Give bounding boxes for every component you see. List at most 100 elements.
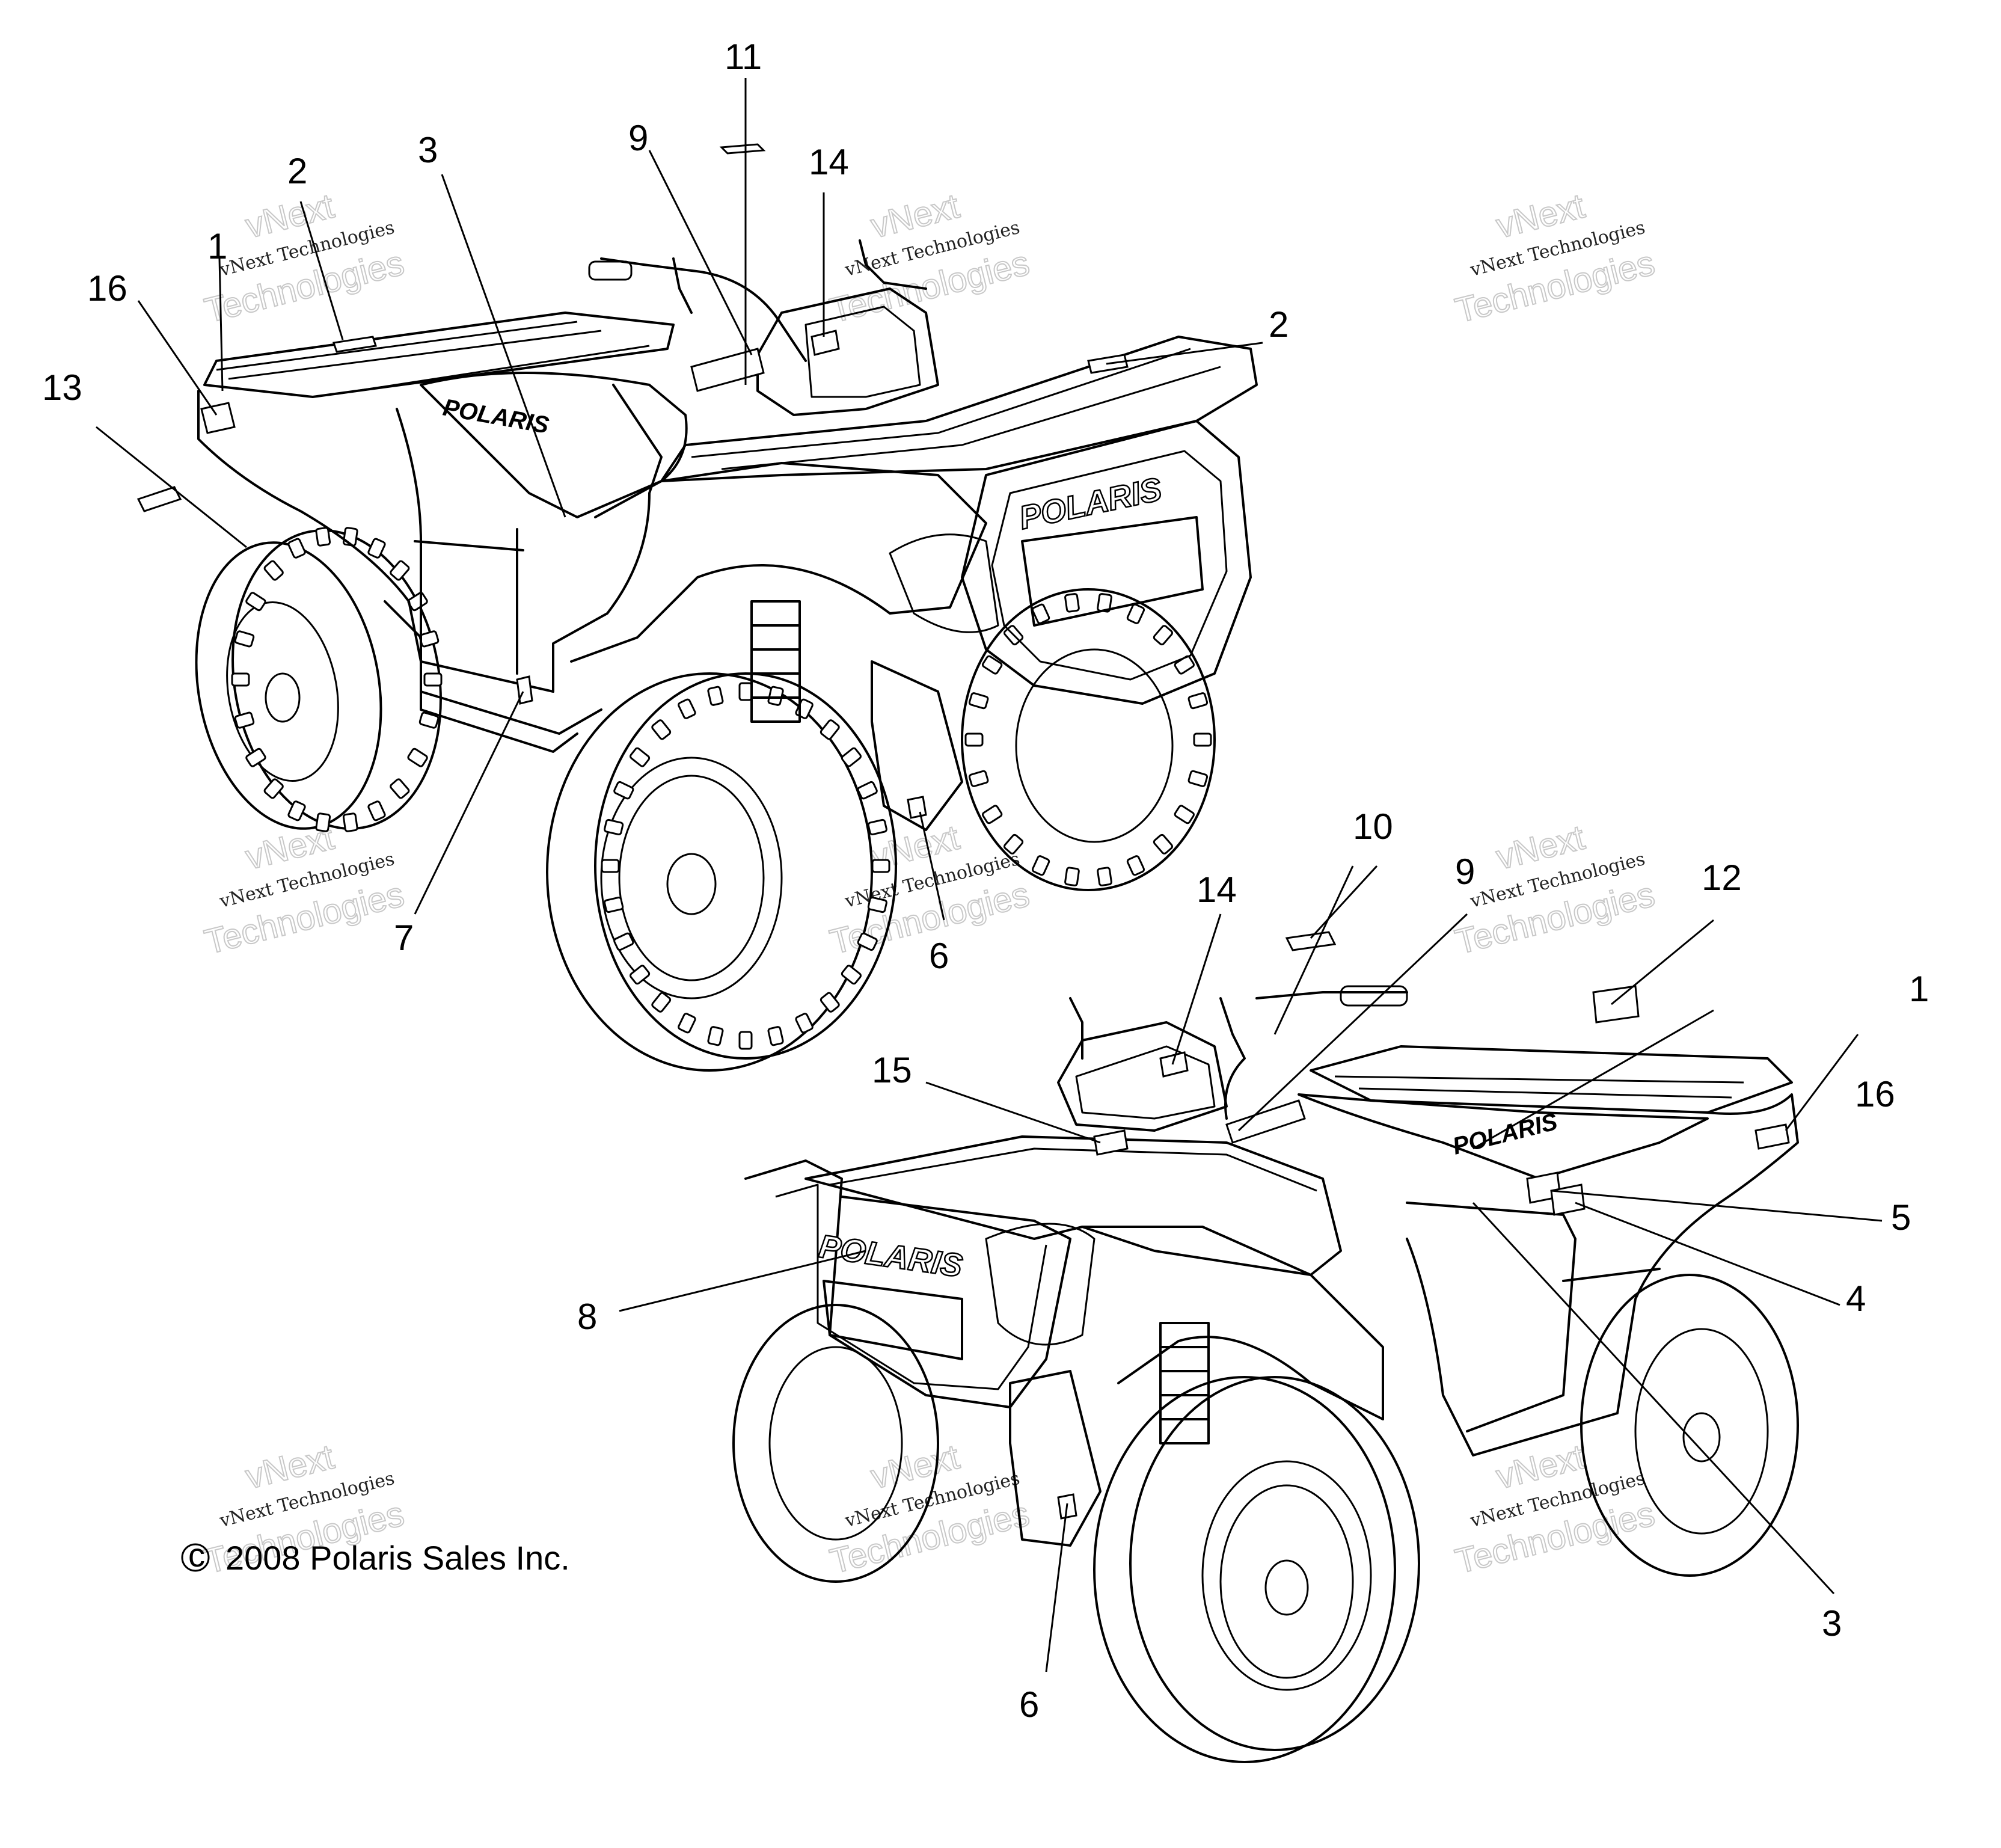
tread-block xyxy=(820,992,840,1013)
tread-block xyxy=(1187,770,1209,787)
far-rear-wheel xyxy=(1580,1274,1799,1577)
callout-16: 16 xyxy=(87,268,127,309)
tread-block xyxy=(245,592,266,612)
tread-block xyxy=(767,686,784,706)
tread-block xyxy=(315,527,331,547)
callout-9: 9 xyxy=(628,118,648,158)
tread-block xyxy=(367,800,386,821)
pod xyxy=(756,287,939,416)
callout-1: 1 xyxy=(207,226,227,266)
front-fender xyxy=(570,462,987,663)
tread-block xyxy=(678,1013,696,1034)
brand-front-top: POLARIS xyxy=(1016,471,1165,536)
decal-16-rear xyxy=(200,402,236,434)
tread-block xyxy=(263,560,284,581)
tread-block xyxy=(630,965,651,985)
decal-4 xyxy=(1550,1183,1586,1216)
tread-block xyxy=(263,778,284,799)
rear-fender xyxy=(197,384,663,693)
tread-block xyxy=(315,812,331,832)
callout-7: 7 xyxy=(394,918,414,958)
tread-block xyxy=(1153,625,1174,646)
tread-block xyxy=(245,747,266,767)
tread-block xyxy=(407,747,428,767)
tread-block xyxy=(820,719,840,740)
tread-block xyxy=(857,932,878,951)
tread-block xyxy=(871,859,890,873)
suspension-spring xyxy=(750,600,801,723)
callout-16-bottom: 16 xyxy=(1855,1074,1895,1114)
svg-text:c: c xyxy=(188,1536,205,1574)
tread-block xyxy=(841,747,862,767)
tread-block xyxy=(601,859,620,873)
brand-side-bottom: POLARIS xyxy=(1450,1108,1560,1160)
handlebar-bottom xyxy=(1069,991,1408,1120)
decal-9-tank xyxy=(690,348,765,392)
leader-lines xyxy=(96,78,1883,1672)
callout-8: 8 xyxy=(577,1297,597,1337)
tread-block xyxy=(651,719,672,740)
watermark: vNext vNext Technologies Technologies xyxy=(1451,186,1659,331)
tread-block xyxy=(1031,603,1050,624)
tread-block xyxy=(234,630,255,648)
decal-14-pod xyxy=(811,330,840,356)
far-front-wheel-bottom xyxy=(732,1304,939,1583)
decal-15 xyxy=(1093,1129,1129,1156)
decal-11-loose xyxy=(719,143,766,155)
right-grip xyxy=(1340,985,1408,1007)
tread-block xyxy=(234,711,255,729)
decal-14-pod-bottom xyxy=(1159,1051,1189,1078)
callout-12: 12 xyxy=(1702,858,1742,898)
tread-block xyxy=(630,747,651,767)
front-grille xyxy=(1021,516,1204,627)
decal-10-tank xyxy=(1285,931,1337,951)
suspension-spring-bottom xyxy=(1159,1322,1210,1444)
decal-9-tank-bottom xyxy=(1225,1099,1306,1144)
seat-tank xyxy=(420,372,688,518)
callout-11: 11 xyxy=(725,37,762,77)
tread-block xyxy=(231,672,250,687)
callout-15: 15 xyxy=(872,1050,912,1090)
callout-numbers: 11 9 14 3 2 1 16 13 2 7 6 10 14 9 12 1 1… xyxy=(42,37,1929,1725)
tread-block xyxy=(738,682,753,701)
decal-13-loose xyxy=(136,486,182,512)
tread-block xyxy=(867,818,887,836)
tread-block xyxy=(287,800,306,821)
callout-4: 4 xyxy=(1846,1279,1866,1319)
callout-9-bottom: 9 xyxy=(1455,852,1475,892)
watermark: vNext vNext Technologies Technologies xyxy=(826,186,1034,331)
footwell xyxy=(384,600,602,753)
copyright-symbol-icon xyxy=(181,1543,210,1572)
callout-14: 14 xyxy=(809,142,849,182)
tread-block xyxy=(613,932,634,951)
copyright-notice: c 2008 Polaris Sales Inc. xyxy=(181,1536,570,1577)
decal-16-bottom xyxy=(1754,1123,1790,1150)
tread-block xyxy=(418,630,440,648)
watermark: vNext vNext Technologies Technologies xyxy=(1451,1437,1659,1582)
side-panel xyxy=(396,408,524,675)
tread-block xyxy=(867,896,887,913)
front-left-wheel xyxy=(546,672,897,1072)
tread-block xyxy=(613,781,634,800)
tread-block xyxy=(1097,867,1112,886)
tread-block xyxy=(1153,833,1174,855)
brand-front-bottom: POLARIS xyxy=(817,1228,964,1284)
tread-block xyxy=(1126,603,1145,624)
left-grip xyxy=(588,260,633,281)
tread-block xyxy=(982,805,1003,824)
tread-block xyxy=(604,896,624,913)
tread-block xyxy=(968,692,989,710)
callout-3-bottom: 3 xyxy=(1822,1603,1842,1644)
callout-2: 2 xyxy=(287,151,307,191)
tread-block xyxy=(964,732,984,747)
tread-block xyxy=(342,812,358,832)
tread-block xyxy=(1126,855,1145,876)
callout-5: 5 xyxy=(1891,1197,1911,1238)
callout-13: 13 xyxy=(42,367,82,408)
rear-fender-bottom xyxy=(1406,1093,1799,1457)
tread-block xyxy=(968,770,989,787)
handlebar xyxy=(600,239,927,362)
decal-12-loose xyxy=(1592,985,1640,1024)
pod-bottom xyxy=(1057,1021,1228,1132)
